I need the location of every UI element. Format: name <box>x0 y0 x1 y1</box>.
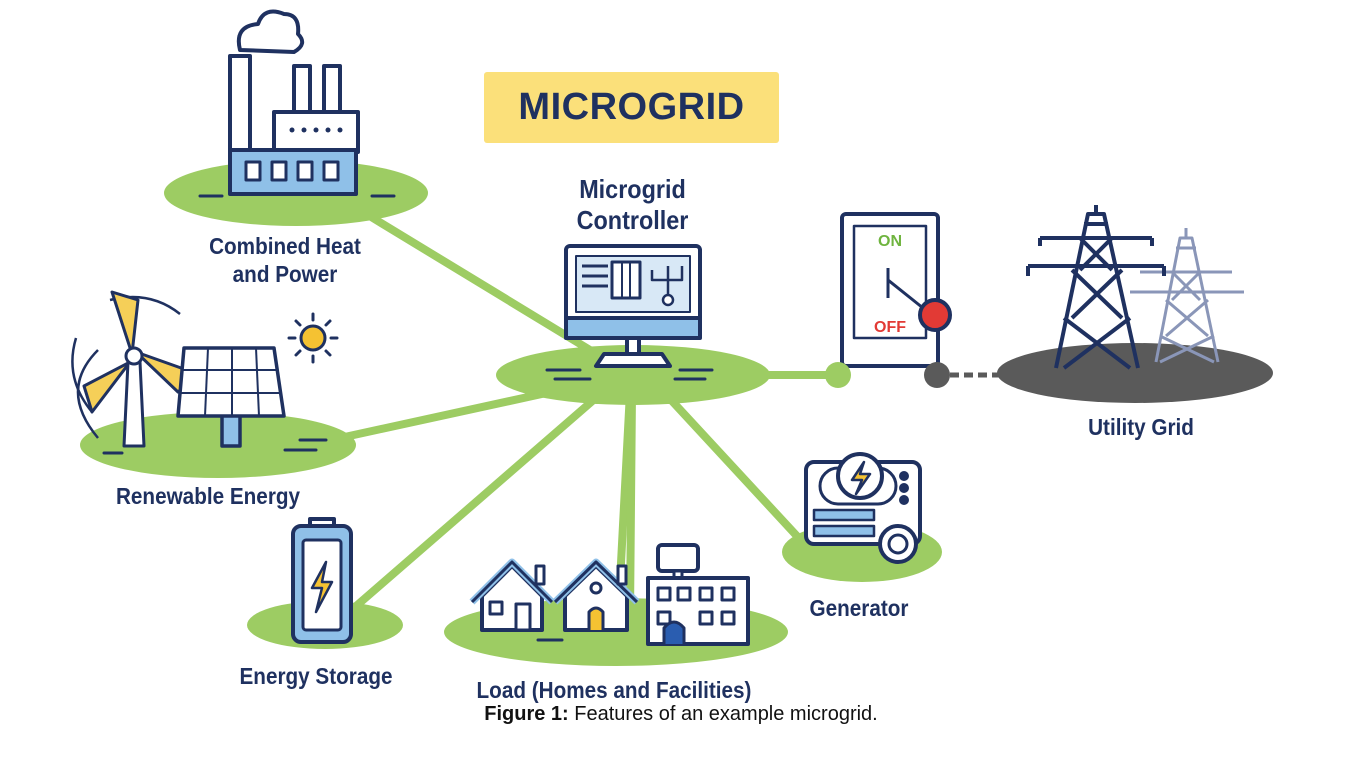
sun-icon <box>287 312 339 364</box>
generator-icon <box>804 452 922 564</box>
caption-text: Features of an example microgrid. <box>568 703 878 725</box>
chp-label: Combined Heat and Power <box>200 232 371 288</box>
switch-icon <box>836 212 940 375</box>
solar-panel-icon <box>176 346 286 448</box>
controller-ground <box>496 345 770 405</box>
switch-gray-node <box>924 362 950 388</box>
switch-handle <box>918 298 952 332</box>
chp-label-line2: and Power <box>232 261 338 287</box>
switch-off-label: OFF <box>874 319 906 336</box>
link-renewable <box>336 386 564 442</box>
storage-label: Energy Storage <box>239 663 393 689</box>
renewable-ground <box>80 412 356 478</box>
monitor-icon <box>564 244 702 368</box>
link-chp <box>364 211 594 354</box>
title-banner: MICROGRID <box>484 72 779 143</box>
transmission-tower-icon <box>1026 205 1166 370</box>
factory-dots <box>289 127 343 133</box>
switch-green-node <box>825 362 851 388</box>
house-icon <box>469 558 555 632</box>
chp-label-line1: Combined Heat <box>209 233 361 259</box>
controller-label: Microgrid Controller <box>554 174 712 236</box>
link-storage <box>351 386 609 611</box>
switch-on-label: ON <box>878 233 902 250</box>
link-generator <box>656 384 812 552</box>
load-label: Load (Homes and Facilities) <box>476 677 752 703</box>
generator-label: Generator <box>809 595 909 621</box>
renewable-label: Renewable Energy <box>115 483 301 509</box>
link-load-right <box>626 388 636 619</box>
figure-caption: Figure 1: Features of an example microgr… <box>0 703 1362 726</box>
battery-icon <box>291 517 353 644</box>
caption-prefix: Figure 1: <box>484 703 569 725</box>
controller-label-line2: Controller <box>576 205 689 235</box>
controller-label-line1: Microgrid <box>579 174 686 204</box>
transmission-tower-icon <box>1130 228 1244 364</box>
house-icon <box>552 558 640 632</box>
diagram-title: MICROGRID <box>518 86 745 128</box>
utility-label: Utility Grid <box>1088 414 1194 440</box>
factory-icon <box>228 9 360 196</box>
building-icon <box>646 543 750 646</box>
